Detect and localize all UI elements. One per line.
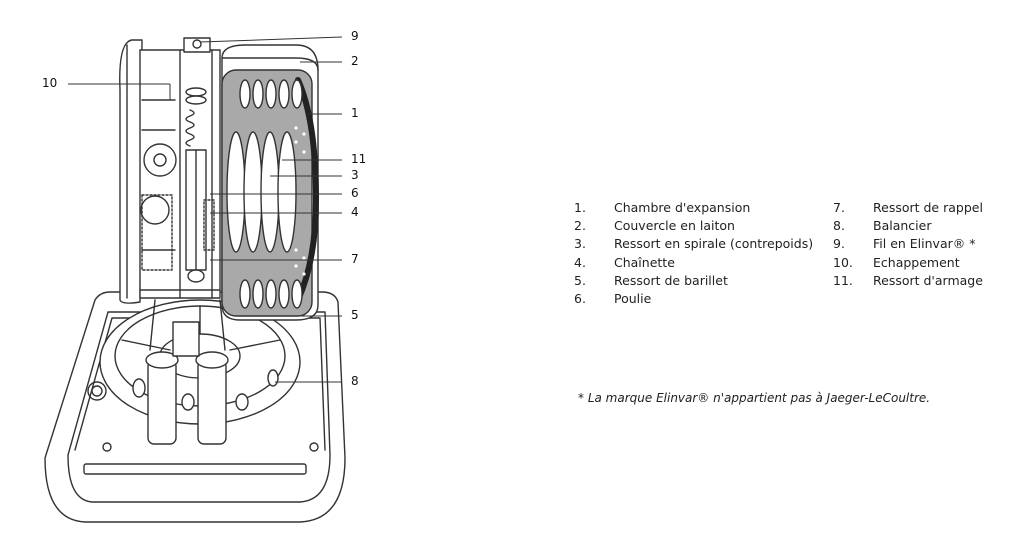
coil-bottom-row	[239, 279, 303, 309]
legend-label: Echappement	[873, 254, 960, 270]
callout-11: 11	[351, 152, 367, 166]
callout-2: 2	[351, 54, 359, 68]
callout-4: 4	[351, 205, 359, 219]
clock-base-inner	[67, 311, 331, 503]
legend-item: 8. Balancier	[833, 217, 1003, 235]
counterweight-spiral	[226, 131, 297, 253]
callout-9: 9	[351, 29, 359, 43]
legend-label: Chaînette	[614, 254, 675, 270]
callout-10: 10	[42, 76, 58, 90]
legend-label: Poulie	[614, 290, 652, 306]
front-dial-plate	[119, 39, 143, 304]
legend-item: 2. Couvercle en laiton	[574, 217, 824, 235]
legend-item: 1. Chambre d'expansion	[574, 199, 824, 217]
legend-number: 1.	[574, 200, 586, 215]
legend-number: 3.	[574, 236, 586, 252]
legend-column-right: 7. Ressort de rappel 8. Balancier 9. Fil en…	[833, 199, 1003, 290]
legend-label: Ressort de barillet	[614, 272, 728, 288]
callout-8: 8	[351, 374, 359, 388]
winding-spring	[185, 109, 195, 147]
clock-mechanism-diagram	[44, 36, 346, 523]
legend-number: 11.	[833, 272, 853, 288]
clock-base-slot	[83, 463, 307, 475]
legend-number: 5.	[574, 272, 586, 288]
gear-train	[141, 194, 173, 271]
return-spring-base	[187, 269, 205, 283]
legend-number: 10.	[833, 254, 853, 270]
callout-1: 1	[351, 106, 359, 120]
legend-label: Ressort de rappel	[873, 200, 983, 215]
callout-7: 7	[351, 252, 359, 266]
legend-number: 9.	[833, 236, 845, 252]
chamber-dark-edge	[295, 77, 319, 303]
clock-base-knob	[87, 381, 107, 401]
legend-label: Ressort d'armage	[873, 272, 983, 288]
legend-item: 7. Ressort de rappel	[833, 199, 1003, 217]
legend-column-left: 1. Chambre d'expansion 2. Couvercle en lai…	[574, 199, 824, 308]
legend-label: Chambre d'expansion	[614, 200, 751, 215]
legend-label: Fil en Elinvar® *	[873, 236, 976, 252]
coil-top-row	[239, 79, 303, 109]
legend-number: 2.	[574, 218, 586, 234]
legend-number: 7.	[833, 200, 845, 215]
legend-item: 6. Poulie	[574, 290, 824, 308]
legend-label: Couvercle en laiton	[614, 218, 735, 234]
callout-3: 3	[351, 168, 359, 182]
legend-item: 10. Echappement	[833, 254, 1003, 272]
callout-6: 6	[351, 186, 359, 200]
legend-item: 9. Fil en Elinvar® *	[833, 235, 1003, 253]
footnote: * La marque Elinvar® n'appartient pas à …	[578, 391, 931, 405]
legend-number: 8.	[833, 218, 845, 234]
legend-number: 6.	[574, 290, 586, 306]
escapement-gear	[143, 143, 177, 177]
callout-5: 5	[351, 308, 359, 322]
legend-label: Balancier	[873, 218, 932, 234]
support-pillar-left	[147, 359, 177, 445]
legend-item: 3. Ressort en spirale (contrepoids)	[574, 235, 824, 253]
clock-illustration	[44, 37, 346, 523]
callout-leaders	[68, 36, 343, 383]
legend-label: Ressort en spirale (contrepoids)	[614, 236, 814, 252]
legend-item: 4. Chaînette	[574, 254, 824, 272]
support-pillar-right	[197, 359, 227, 445]
legend-number: 4.	[574, 254, 586, 270]
leader-9	[199, 36, 343, 43]
legend-item: 11. Ressort d'armage	[833, 272, 1003, 290]
chainette	[203, 199, 215, 251]
chamber-dots	[294, 126, 306, 276]
legend-item: 5. Ressort de barillet	[574, 272, 824, 290]
